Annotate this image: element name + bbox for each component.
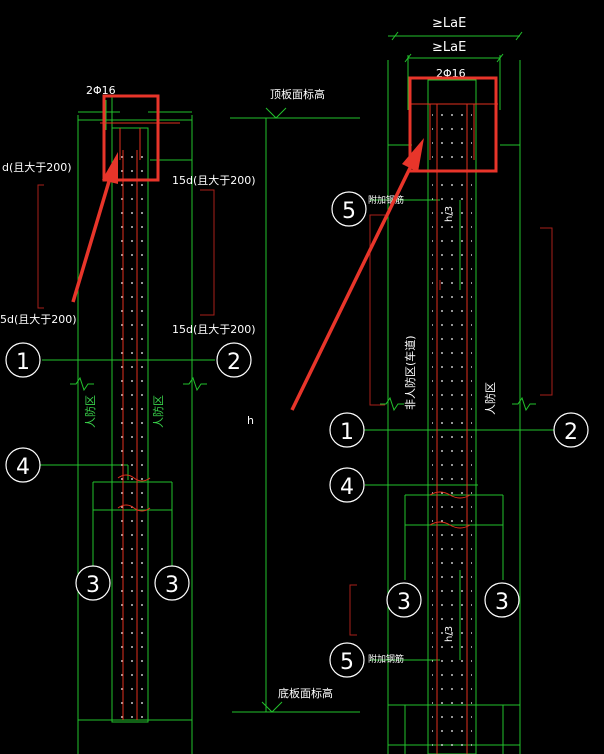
right-h3-top: h/3	[444, 206, 455, 222]
svg-text:5: 5	[340, 650, 354, 675]
svg-text:3: 3	[86, 573, 100, 598]
right-marker-3b: 3	[484, 582, 520, 618]
right-highlight-arrow	[290, 138, 424, 411]
right-column	[427, 79, 477, 754]
right-marker-5b: 5	[329, 642, 365, 678]
right-dim-ticks	[391, 31, 523, 63]
svg-text:2: 2	[564, 420, 578, 445]
left-marker-3a: 3	[75, 565, 111, 601]
right-marker-4: 4	[329, 467, 365, 503]
left-top-elevation: 顶板面标高	[270, 87, 325, 101]
left-anchor-left-bottom: 5d(且大于200)	[0, 312, 77, 326]
left-height-label: h	[247, 414, 254, 427]
left-detail: 2Φ16 d(且大于200) 15d(且大于200) 5d(且大于200) 15…	[0, 84, 360, 754]
svg-text:3: 3	[397, 590, 411, 615]
left-anchor-dims	[37, 184, 215, 316]
left-rebar-top-label: 2Φ16	[86, 84, 116, 97]
right-marker-3a: 3	[386, 582, 422, 618]
right-break-marks	[380, 396, 536, 412]
svg-text:1: 1	[16, 350, 30, 375]
right-rebar	[410, 103, 498, 754]
right-zone-left: 非人防区(车道)	[403, 335, 417, 410]
left-zone-right: 人防区	[151, 395, 165, 428]
left-highlight-arrow	[71, 152, 118, 303]
svg-text:4: 4	[340, 475, 354, 500]
svg-text:3: 3	[495, 590, 509, 615]
right-highlight-box	[408, 76, 498, 173]
left-column-fill	[118, 150, 144, 720]
right-lae-inner: ≥LaE	[432, 40, 466, 55]
right-splice-top: 附加钢筋	[368, 194, 404, 206]
left-marker-4: 4	[5, 447, 41, 483]
left-anchor-left-top: d(且大于200)	[2, 160, 72, 174]
left-marker-2: 2	[216, 342, 252, 378]
right-splice-bottom: 附加钢筋	[368, 653, 404, 665]
right-lae-outer: ≥LaE	[432, 16, 466, 31]
left-rebar	[100, 122, 180, 720]
left-anchor-right-bottom: 15d(且大于200)	[172, 322, 256, 336]
right-column-fill	[432, 104, 472, 754]
left-marker-3b: 3	[154, 565, 190, 601]
right-marker-1: 1	[329, 412, 365, 448]
right-dim-brackets	[349, 214, 553, 636]
left-bottom-elevation: 底板面标高	[278, 686, 333, 700]
left-anchor-right-top: 15d(且大于200)	[172, 173, 256, 187]
right-detail: ≥LaE ≥LaE 2Φ16 附加钢筋 附加钢筋 h/3 h/3 非人防区(车道…	[290, 16, 589, 754]
right-zone-right: 人防区	[483, 382, 497, 415]
right-h3-bottom: h/3	[444, 626, 455, 642]
svg-text:2: 2	[227, 350, 241, 375]
left-marker-1: 1	[5, 342, 41, 378]
left-break-marks	[70, 376, 207, 392]
svg-text:3: 3	[165, 573, 179, 598]
right-marker-5a: 5	[331, 191, 367, 227]
svg-text:5: 5	[342, 199, 356, 224]
svg-text:1: 1	[340, 420, 354, 445]
left-zone-left: 人防区	[83, 395, 97, 428]
svg-text:4: 4	[16, 455, 30, 480]
right-marker-2: 2	[553, 412, 589, 448]
left-elevation-marks	[261, 107, 287, 713]
left-highlight-box	[102, 94, 160, 182]
left-column	[111, 127, 149, 723]
